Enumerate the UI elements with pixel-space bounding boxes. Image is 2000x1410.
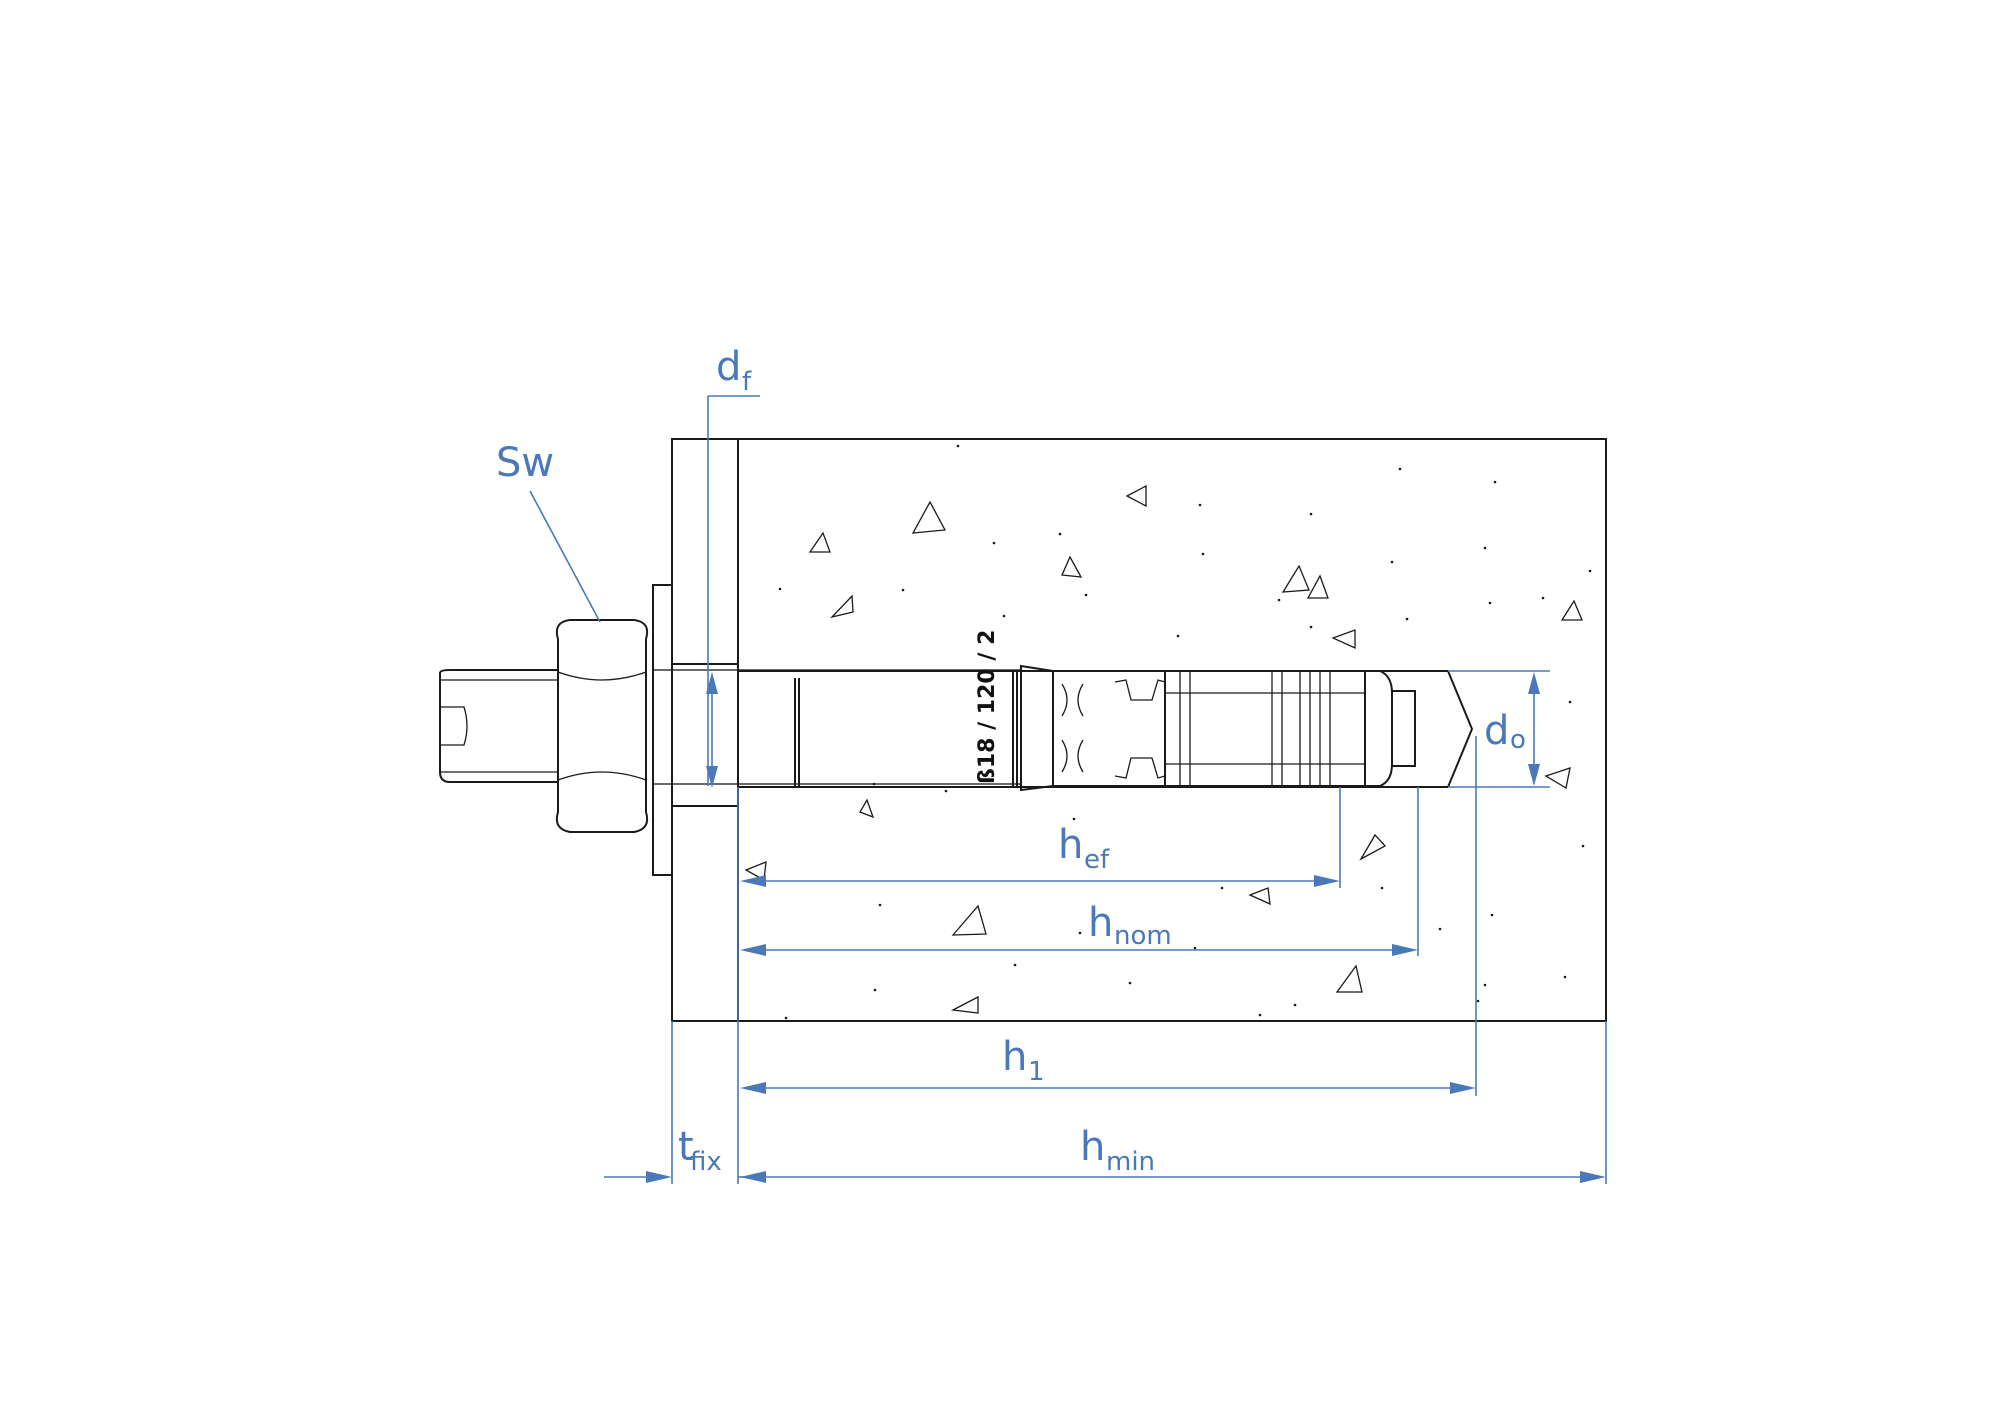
concrete-base (737, 438, 1607, 1022)
drill-tip (1447, 670, 1474, 788)
fixture-plate (671, 438, 739, 1022)
svg-text:f: f (742, 367, 752, 397)
svg-text:min: min (1106, 1147, 1155, 1177)
label-hmin: h min (1080, 1124, 1155, 1177)
svg-text:o: o (1510, 725, 1526, 755)
svg-text:h: h (1080, 1124, 1105, 1170)
label-tfix: t fix (678, 1124, 722, 1177)
label-hnom: h nom (1088, 900, 1172, 951)
svg-text:d: d (716, 344, 741, 390)
dimension-lines (529, 395, 1607, 1184)
label-do: d o (1484, 708, 1526, 755)
svg-text:h: h (1088, 900, 1113, 946)
expansion-sleeve (1020, 664, 1416, 792)
label-df: d f (716, 344, 752, 397)
label-sw: Sw (496, 440, 554, 486)
label-hef: h ef (1058, 822, 1110, 875)
svg-text:h: h (1058, 822, 1083, 868)
hex-nut (555, 619, 649, 833)
anchor-marking: ß18 / 120 / 2 (975, 630, 1000, 784)
svg-text:t: t (678, 1124, 694, 1170)
threaded-bolt-end (439, 669, 559, 783)
svg-text:fix: fix (690, 1147, 722, 1177)
svg-text:ef: ef (1084, 845, 1110, 875)
svg-text:h: h (1002, 1034, 1027, 1080)
label-h1: h 1 (1002, 1034, 1045, 1087)
concrete-aggregate (744, 444, 1592, 1020)
svg-text:nom: nom (1114, 921, 1172, 951)
washer (652, 584, 673, 876)
svg-text:1: 1 (1028, 1057, 1045, 1087)
svg-text:d: d (1484, 708, 1509, 754)
